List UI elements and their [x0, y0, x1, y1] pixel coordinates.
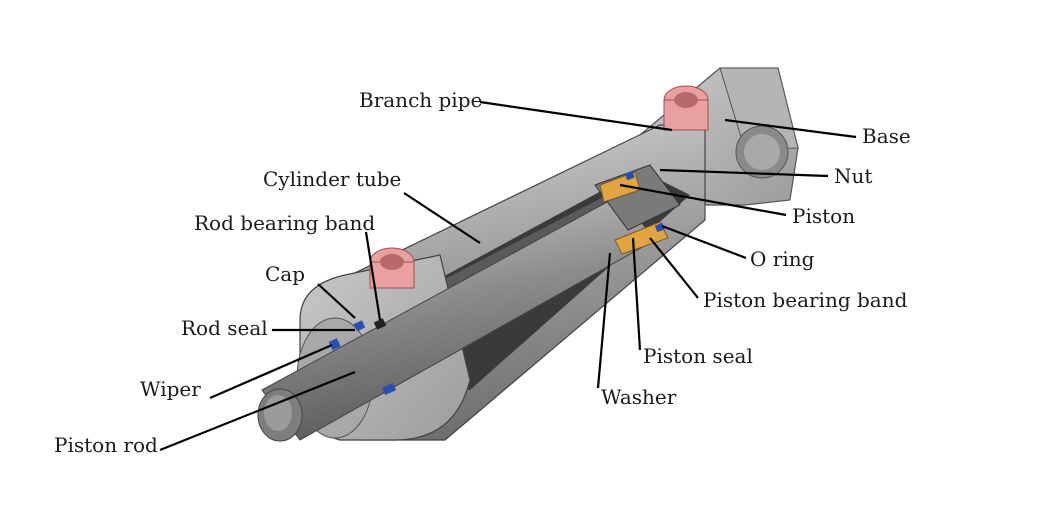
leader-washer	[596, 252, 612, 389]
label-rod-seal: Rod seal	[181, 316, 268, 340]
label-wiper: Wiper	[140, 377, 201, 401]
label-nut: Nut	[834, 164, 873, 188]
label-cylinder-tube: Cylinder tube	[263, 167, 402, 191]
branch-pipe-front	[369, 247, 415, 289]
leader-piston-seal	[631, 237, 642, 351]
label-o-ring: O ring	[750, 247, 815, 271]
label-washer: Washer	[601, 385, 677, 409]
leader-cap	[317, 283, 356, 319]
label-piston-seal: Piston seal	[643, 344, 753, 368]
label-piston-rod: Piston rod	[54, 433, 158, 457]
leader-cylinder-tube	[403, 192, 481, 244]
leader-o-ring	[661, 224, 747, 260]
piston	[594, 164, 681, 255]
leader-base	[724, 118, 857, 139]
label-base: Base	[862, 124, 911, 148]
leader-piston-bearing-band	[649, 237, 699, 299]
label-piston-bearing-band: Piston bearing band	[703, 288, 908, 312]
branch-pipe-rear	[663, 85, 709, 131]
rod-seals	[328, 318, 397, 396]
leader-piston-rod	[159, 370, 356, 452]
label-rod-bearing-band: Rod bearing band	[194, 211, 376, 235]
leader-wiper	[209, 343, 333, 400]
label-piston: Piston	[792, 204, 856, 228]
label-cap: Cap	[265, 262, 306, 286]
leader-lines	[159, 100, 857, 452]
leader-nut	[659, 168, 829, 178]
label-branch-pipe: Branch pipe	[359, 88, 483, 112]
leader-branch-pipe	[479, 100, 673, 132]
piston-rod	[257, 194, 656, 442]
leader-rod-bearing-band	[364, 231, 382, 321]
leader-piston	[619, 183, 787, 217]
